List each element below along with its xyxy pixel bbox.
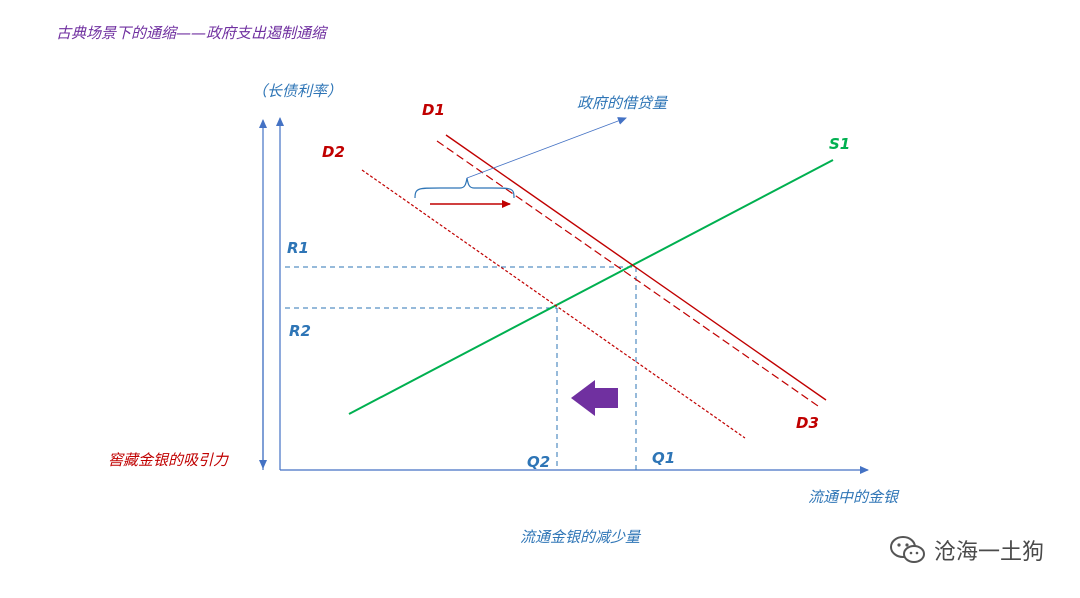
wechat-logo-icon — [889, 536, 925, 563]
demand-line-d2 — [361, 169, 746, 439]
purple-left-arrow-icon — [571, 380, 618, 416]
label-r1: R1 — [287, 239, 309, 257]
gov-borrow-callout — [466, 117, 627, 179]
y-axis-top-label: （长债利率） — [252, 82, 343, 100]
supply-line-s1 — [348, 159, 834, 415]
gov-borrow-label: 政府的借贷量 — [577, 94, 668, 112]
label-d1: D1 — [422, 101, 445, 119]
label-r2: R2 — [289, 322, 311, 340]
y-axis-bottom-label: 窖藏金银的吸引力 — [108, 451, 229, 469]
demand-line-d1 — [445, 134, 827, 401]
label-d3: D3 — [796, 414, 819, 432]
bottom-caption: 流通金银的减少量 — [520, 528, 641, 546]
gov-borrow-brace — [414, 177, 515, 199]
watermark-text: 沧海一土狗 — [933, 540, 1044, 565]
label-d2: D2 — [322, 143, 345, 161]
watermark: 沧海一土狗 — [888, 534, 1044, 566]
demand-line-d3 — [436, 140, 819, 407]
diagram-title: 古典场景下的通缩——政府支出遏制通缩 — [56, 24, 327, 42]
label-q2: Q2 — [527, 453, 551, 471]
label-s1: S1 — [829, 135, 851, 153]
label-q1: Q1 — [652, 449, 676, 467]
x-axis-label: 流通中的金银 — [808, 488, 899, 506]
